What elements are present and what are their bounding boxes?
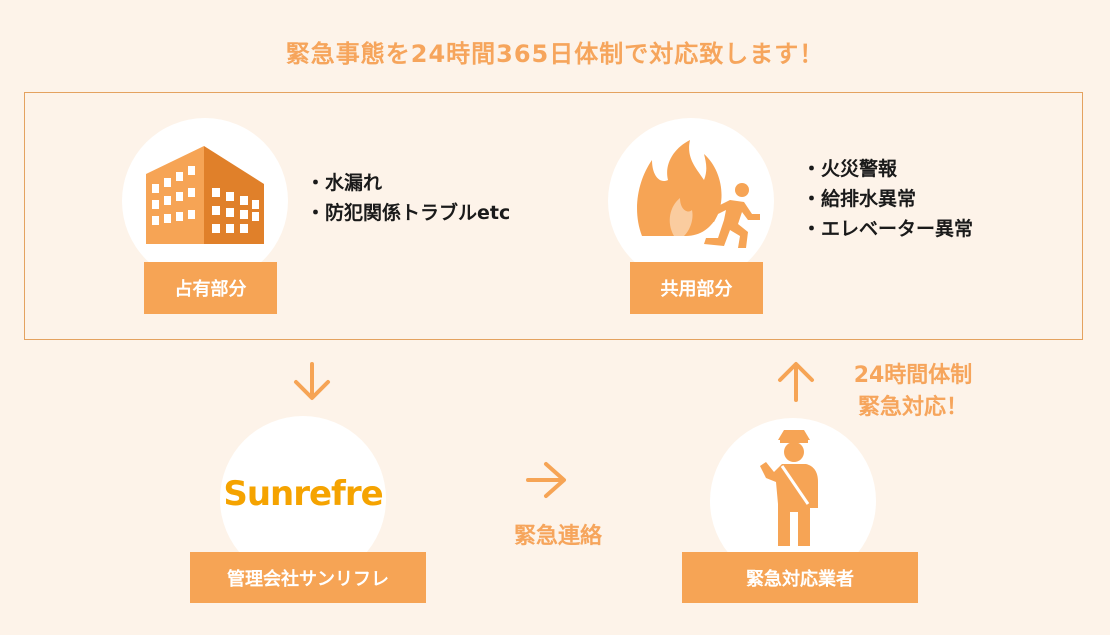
exclusive-area-label: 占有部分	[144, 262, 277, 314]
arrow-down-icon	[294, 362, 330, 400]
areas-frame	[24, 92, 1083, 340]
fire-escape-icon	[637, 140, 760, 248]
sunrefre-logo: Sunrefre	[223, 474, 383, 514]
list-item: 給排水異常	[802, 184, 973, 214]
common-area-list: 火災警報 給排水異常 エレベーター異常	[802, 154, 973, 244]
list-item: 防犯関係トラブルetc	[306, 198, 510, 228]
list-item: 火災警報	[802, 154, 973, 184]
company-label: 管理会社サンリフレ	[190, 552, 426, 603]
list-item: エレベーター異常	[802, 214, 973, 244]
headline: 緊急事態を24時間365日体制で対応致します！	[285, 40, 825, 68]
contractor-note-line1: 24時間体制	[853, 363, 973, 388]
contact-label: 緊急連絡	[513, 524, 602, 549]
contractor-note-line2: 緊急対応！	[857, 395, 968, 420]
list-item: 水漏れ	[306, 168, 510, 198]
building-icon	[146, 146, 264, 244]
common-area-label: 共用部分	[630, 262, 763, 314]
exclusive-area-list: 水漏れ 防犯関係トラブルetc	[306, 168, 510, 228]
contractor-label: 緊急対応業者	[682, 552, 918, 603]
arrow-up-icon	[778, 362, 814, 402]
arrow-right-icon	[526, 462, 566, 498]
contractor-note: 24時間体制 緊急対応！	[828, 360, 998, 424]
security-guard-icon	[760, 430, 818, 546]
